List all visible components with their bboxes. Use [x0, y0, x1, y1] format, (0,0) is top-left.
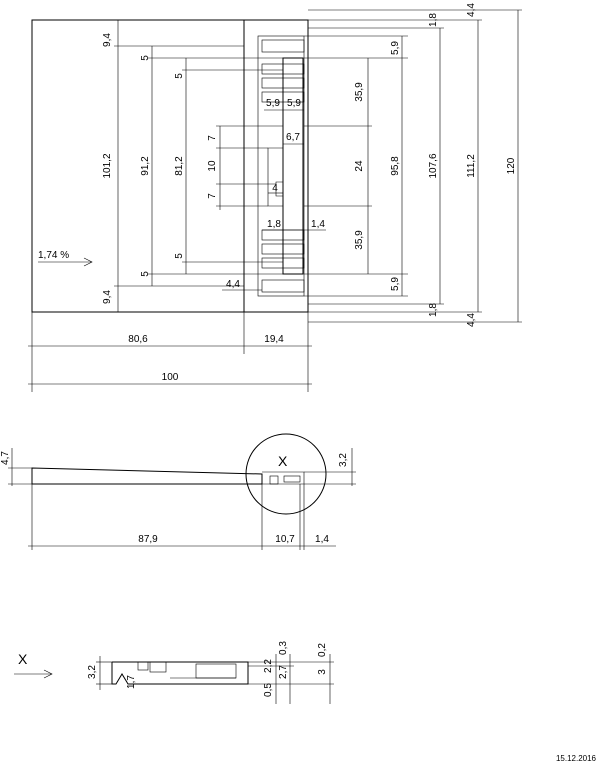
gutter-inner-outline: [257, 35, 305, 297]
dim-label: 5,9: [266, 98, 280, 109]
gutter-channel: [282, 57, 304, 275]
gutter-slot: [261, 39, 305, 53]
dim-label: 100: [162, 372, 179, 383]
dim-label: 80,6: [128, 334, 148, 345]
slope-label: 1,74 %: [38, 250, 69, 261]
dim-label: 1,8: [428, 13, 439, 27]
dim-label: 1,4: [311, 219, 325, 230]
dim-label: 5: [174, 73, 185, 79]
dim-label: 3,2: [338, 453, 349, 467]
dim-label: 6,7: [286, 132, 300, 143]
dim-label: 35,9: [354, 82, 365, 102]
dim-label: 2,7: [278, 665, 289, 679]
drawing-date: 15.12.2016: [555, 754, 596, 763]
recess-notch: [275, 181, 283, 197]
detail-label: X: [278, 453, 288, 469]
dim-label: 7: [207, 193, 218, 199]
gutter-outline: [243, 19, 309, 313]
detail-view: X 3,2 1,7 0,5 2,2 2,7 0,3 3 0,2: [14, 641, 334, 704]
dim-label: 24: [354, 160, 365, 172]
dim-label: 5: [140, 55, 151, 61]
gutter-section-slot: [269, 475, 279, 485]
dim-label: 2,2: [263, 659, 274, 673]
dim-label: 95,8: [390, 156, 401, 176]
dim-label: 0,3: [278, 641, 289, 655]
gutter-slot: [261, 279, 305, 293]
dim-label: 9,4: [102, 290, 113, 304]
dim-label: 1,4: [315, 534, 329, 545]
dim-label: 5: [140, 271, 151, 277]
dim-label: 10,7: [275, 534, 295, 545]
detail-profile: [111, 661, 249, 685]
dim-label: 4,4: [226, 279, 240, 290]
dim-label: 81,2: [174, 156, 185, 176]
section-plate: [31, 467, 263, 485]
dim-label: 1,8: [267, 219, 281, 230]
detail-view-label: X: [18, 651, 28, 667]
dim-label: 0,2: [317, 643, 328, 657]
dim-label: 120: [506, 157, 517, 174]
dim-label: 4: [272, 183, 278, 194]
dim-label: 5,9: [390, 41, 401, 55]
plan-view: 9,4 101,2 9,4 5 91,2 5 5 81,2 5 7 10 7 5…: [28, 3, 522, 392]
dim-label: 111,2: [466, 154, 477, 178]
dim-label: 4,7: [0, 451, 11, 465]
dim-label: 10: [207, 160, 218, 172]
dim-label: 87,9: [138, 534, 158, 545]
dim-label: 107,6: [428, 153, 439, 178]
dim-label: 91,2: [140, 156, 151, 176]
recess-profile: [267, 130, 284, 222]
dim-label: 5,9: [390, 277, 401, 291]
detail-slot: [195, 663, 237, 679]
dim-label: 19,4: [264, 334, 284, 345]
dim-label: 5: [174, 253, 185, 259]
dim-label: 7: [207, 135, 218, 141]
dim-label: 0,5: [263, 683, 274, 697]
section-view: X 4,7 3,2 87,9 10,7 1,4: [0, 433, 356, 550]
gutter-section: [262, 471, 305, 485]
detail-slot: [137, 661, 149, 671]
gutter-section-slot: [283, 475, 301, 483]
detail-circle: [245, 433, 327, 515]
dim-label: 35,9: [354, 230, 365, 250]
dim-label: 5,9: [287, 98, 301, 109]
dim-label: 3,2: [87, 665, 98, 679]
dim-label: 4,4: [466, 3, 477, 17]
dim-label: 1,7: [126, 675, 137, 689]
slope-arrowhead: [83, 257, 93, 267]
view-arrowhead: [43, 669, 53, 679]
dim-label: 4,4: [466, 313, 477, 327]
dim-label: 1,8: [428, 303, 439, 317]
dim-label: 3: [317, 669, 328, 675]
dim-label: 101,2: [102, 153, 113, 178]
detail-slot: [149, 661, 167, 673]
dim-label: 9,4: [102, 33, 113, 47]
